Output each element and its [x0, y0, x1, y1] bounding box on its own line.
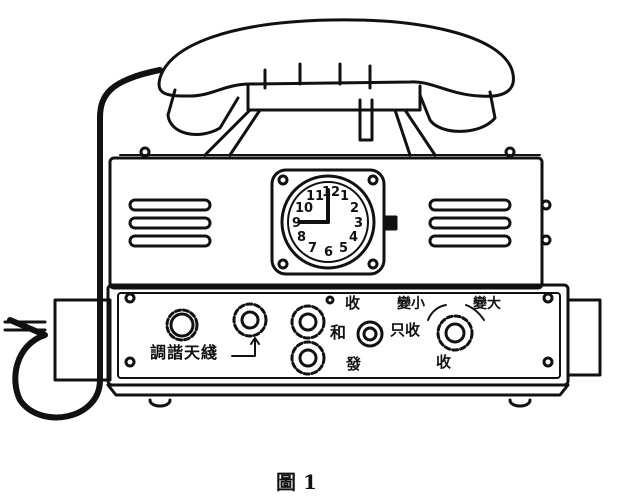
clock-numeral: 7 [308, 241, 317, 256]
clock-numeral: 10 [295, 201, 313, 216]
send-knob [290, 340, 326, 376]
antenna-knob [231, 302, 268, 357]
volume-knob [427, 304, 485, 352]
clock-numeral: 8 [297, 230, 306, 245]
clock-numeral: 12 [322, 185, 340, 200]
cradle [119, 108, 541, 157]
label-receive-bottom: 收 [436, 353, 452, 371]
clock-numeral: 11 [306, 189, 324, 204]
receive-knob [290, 304, 326, 340]
upper-box [108, 146, 552, 290]
clock-numeral: 3 [354, 216, 363, 231]
clock-numeral: 1 [340, 189, 349, 204]
label-send: 發 [346, 355, 362, 373]
clock-numeral: 2 [350, 201, 359, 216]
label-only-receive: 只收 [390, 321, 421, 339]
clock-numeral: 5 [339, 241, 348, 256]
label-and: 和 [330, 323, 347, 342]
label-receive-top: 收 [345, 294, 361, 312]
handset [157, 18, 515, 142]
figure-caption: 圖 1 [276, 470, 317, 494]
tuning-knob [165, 308, 199, 342]
clock-numeral: 4 [349, 230, 358, 245]
clock [270, 168, 398, 276]
coiled-cord [3, 67, 163, 421]
clock-numeral: 9 [292, 216, 301, 231]
control-panel [53, 283, 602, 408]
clock-numeral: 6 [324, 245, 333, 260]
clock-numerals: 12 1 2 3 4 5 6 7 8 9 10 11 [292, 185, 363, 260]
label-smaller: 變小 [397, 296, 425, 312]
mode-switch [325, 295, 384, 348]
label-tune-antenna: 調諧天綫 [150, 343, 219, 362]
label-larger: 變大 [473, 296, 501, 312]
